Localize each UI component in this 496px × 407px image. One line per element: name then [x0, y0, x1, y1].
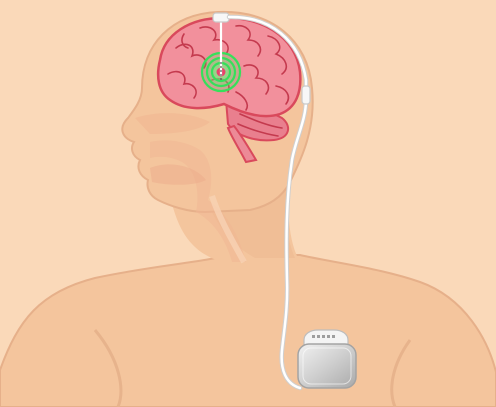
lead-connector [302, 86, 310, 104]
generator-case [298, 344, 356, 388]
pulse-generator [298, 330, 356, 388]
burr-hole-cap [213, 13, 229, 22]
